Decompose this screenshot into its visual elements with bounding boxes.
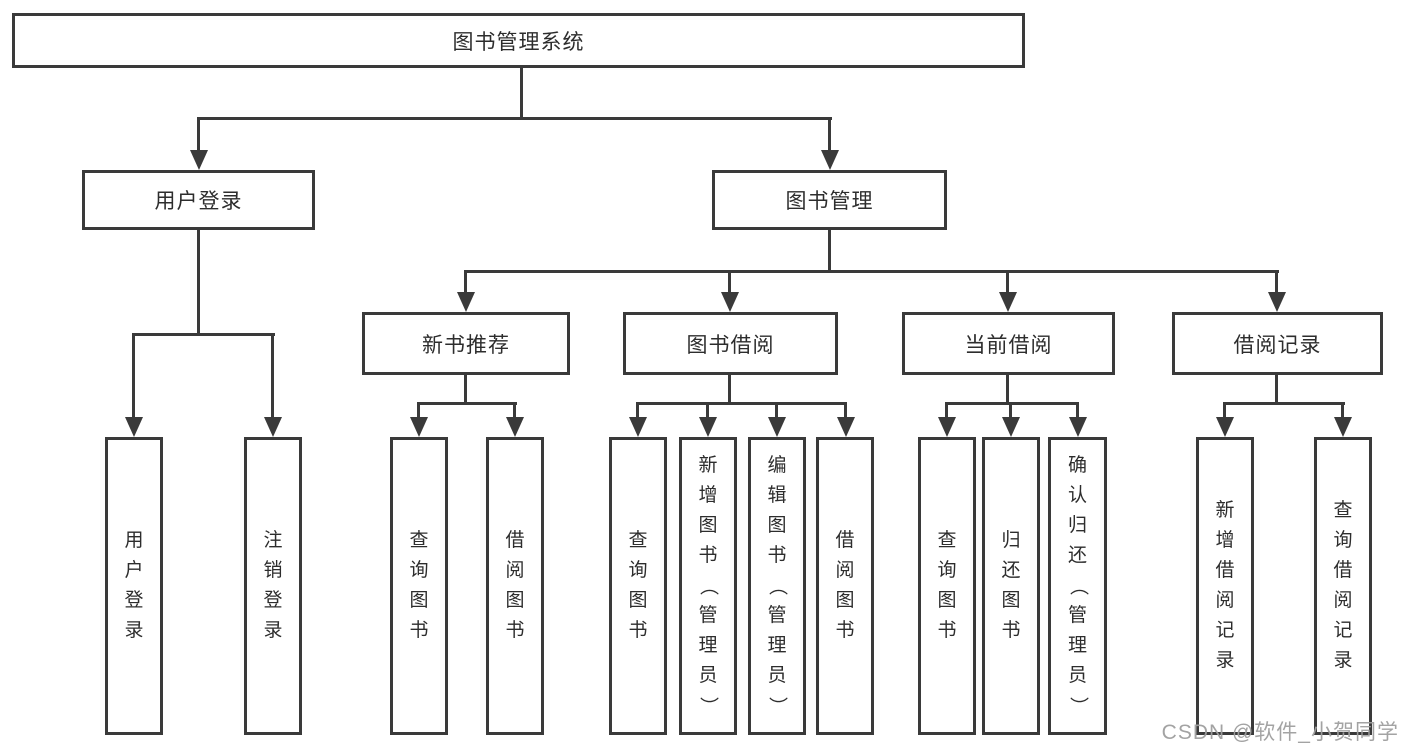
leaf-borrow-books-2-label: 借阅图书 [835, 530, 855, 641]
arrowhead-down-icon [506, 417, 524, 437]
connector-newbooks-drop-1 [417, 402, 420, 419]
arrowhead-down-icon [938, 417, 956, 437]
connector-borrow-hbar [636, 402, 847, 405]
leaf-add-books-admin-label: 新增图书（管理员） [697, 455, 719, 716]
connector-borrow-drop-2 [706, 402, 709, 419]
connector-user-drop-2 [271, 333, 274, 419]
connector-current-stem [1006, 375, 1009, 404]
connector-records-hbar [1223, 402, 1345, 405]
connector-newbooks-hbar [417, 402, 517, 405]
connector-current-drop-3 [1076, 402, 1079, 419]
connector-mgmt-drop-4 [1275, 270, 1278, 294]
leaf-query-borrow-record: 查询借阅记录 [1314, 437, 1372, 735]
leaf-add-borrow-record-label: 新增借阅记录 [1215, 500, 1235, 671]
arrowhead-down-icon [410, 417, 428, 437]
connector-newbooks-drop-2 [513, 402, 516, 419]
leaf-query-books-3-label: 查询图书 [937, 530, 957, 641]
connector-root-stem [520, 68, 523, 117]
leaf-borrow-books-1: 借阅图书 [486, 437, 544, 735]
arrowhead-down-icon [768, 417, 786, 437]
leaf-confirm-return-admin: 确认归还（管理员） [1048, 437, 1107, 735]
leaf-logout-label: 注销登录 [263, 530, 283, 641]
connector-borrow-drop-1 [636, 402, 639, 419]
arrowhead-down-icon [1268, 292, 1286, 312]
node-book-borrow-label: 图书借阅 [686, 333, 775, 357]
node-book-borrow: 图书借阅 [623, 312, 838, 375]
node-book-management: 图书管理 [712, 170, 947, 230]
leaf-user-login: 用户登录 [105, 437, 163, 735]
arrowhead-down-icon [837, 417, 855, 437]
arrowhead-down-icon [125, 417, 143, 437]
leaf-borrow-books-2: 借阅图书 [816, 437, 874, 735]
connector-mgmt-drop-1 [464, 270, 467, 294]
node-borrow-records-label: 借阅记录 [1233, 333, 1322, 357]
leaf-return-books-label: 归还图书 [1001, 530, 1021, 641]
connector-root-hbar [197, 117, 832, 120]
connector-user-hbar [132, 333, 275, 336]
connector-mgmt-hbar [464, 270, 1279, 273]
connector-mgmt-drop-2 [728, 270, 731, 294]
arrowhead-down-icon [699, 417, 717, 437]
connector-root-drop-left [197, 117, 200, 152]
connector-root-drop-right [828, 117, 831, 152]
leaf-return-books: 归还图书 [982, 437, 1040, 735]
node-root-label: 图书管理系统 [452, 30, 585, 54]
leaf-query-books-1: 查询图书 [390, 437, 448, 735]
arrowhead-down-icon [629, 417, 647, 437]
connector-current-hbar [945, 402, 1079, 405]
connector-borrow-drop-4 [844, 402, 847, 419]
leaf-add-books-admin: 新增图书（管理员） [679, 437, 737, 735]
node-current-borrow: 当前借阅 [902, 312, 1115, 375]
leaf-query-books-2: 查询图书 [609, 437, 667, 735]
connector-records-stem [1275, 375, 1278, 404]
connector-user-drop-1 [132, 333, 135, 419]
arrowhead-down-icon [821, 150, 839, 170]
arrowhead-down-icon [999, 292, 1017, 312]
node-new-book-recommend: 新书推荐 [362, 312, 570, 375]
node-user-login: 用户登录 [82, 170, 315, 230]
node-current-borrow-label: 当前借阅 [964, 333, 1053, 357]
arrowhead-down-icon [1216, 417, 1234, 437]
node-book-management-label: 图书管理 [785, 190, 874, 213]
arrowhead-down-icon [1069, 417, 1087, 437]
leaf-query-borrow-record-label: 查询借阅记录 [1333, 500, 1353, 671]
connector-records-drop-2 [1341, 402, 1344, 419]
connector-mgmt-drop-3 [1006, 270, 1009, 294]
connector-current-drop-1 [945, 402, 948, 419]
node-borrow-records: 借阅记录 [1172, 312, 1383, 375]
arrowhead-down-icon [264, 417, 282, 437]
watermark: CSDN @软件_小贺同学 [1161, 721, 1399, 744]
connector-borrow-drop-3 [775, 402, 778, 419]
connector-user-stem [197, 230, 200, 336]
node-root: 图书管理系统 [12, 13, 1025, 68]
connector-borrow-stem [728, 375, 731, 404]
leaf-edit-books-admin: 编辑图书（管理员） [748, 437, 806, 735]
leaf-query-books-3: 查询图书 [918, 437, 976, 735]
connector-newbooks-stem [464, 375, 467, 404]
arrowhead-down-icon [457, 292, 475, 312]
leaf-edit-books-admin-label: 编辑图书（管理员） [766, 455, 788, 716]
connector-mgmt-stem [828, 230, 831, 272]
leaf-logout: 注销登录 [244, 437, 302, 735]
leaf-confirm-return-admin-label: 确认归还（管理员） [1067, 455, 1089, 716]
node-new-book-recommend-label: 新书推荐 [422, 333, 510, 357]
leaf-borrow-books-1-label: 借阅图书 [505, 530, 525, 641]
leaf-add-borrow-record: 新增借阅记录 [1196, 437, 1254, 735]
connector-records-drop-1 [1223, 402, 1226, 419]
arrowhead-down-icon [721, 292, 739, 312]
connector-current-drop-2 [1009, 402, 1012, 419]
leaf-query-books-1-label: 查询图书 [409, 530, 429, 641]
arrowhead-down-icon [1002, 417, 1020, 437]
leaf-user-login-label: 用户登录 [124, 530, 144, 641]
leaf-query-books-2-label: 查询图书 [628, 530, 648, 641]
arrowhead-down-icon [1334, 417, 1352, 437]
node-user-login-label: 用户登录 [154, 190, 243, 213]
arrowhead-down-icon [190, 150, 208, 170]
